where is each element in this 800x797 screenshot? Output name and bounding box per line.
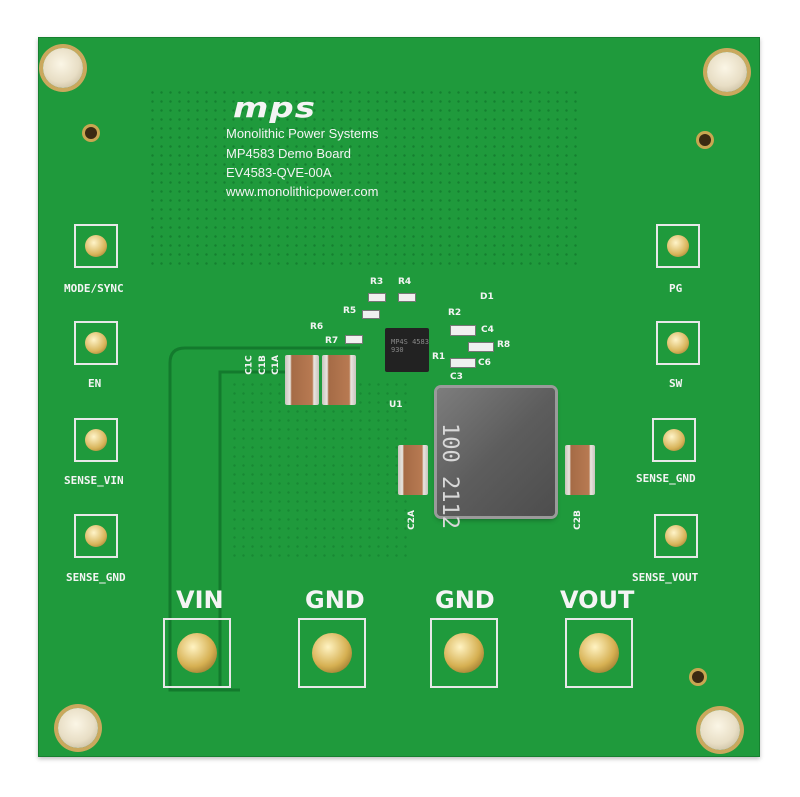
terminal-vin[interactable]: [163, 618, 231, 688]
info-line-4: www.monolithicpower.com: [226, 184, 379, 199]
label-mode-sync: MODE/SYNC: [64, 282, 124, 295]
capacitor-c2b: [565, 445, 595, 495]
ref-r5: R5: [343, 306, 357, 316]
terminal-vout[interactable]: [565, 618, 633, 688]
label-en: EN: [88, 377, 102, 390]
resistor-r3: [368, 293, 386, 302]
testpoint-sw[interactable]: [656, 321, 700, 365]
mounting-hole-right: [699, 134, 711, 146]
testpoint-en[interactable]: [74, 321, 118, 365]
ref-r4: R4: [398, 277, 412, 287]
capacitor-c6: [450, 358, 476, 368]
testpoint-pg[interactable]: [656, 224, 700, 268]
ref-r6: R6: [310, 322, 324, 332]
ref-c1b: C1B: [257, 355, 268, 375]
label-sense-gnd-left: SENSE_GND: [66, 571, 126, 584]
capacitor-c1b: [322, 355, 356, 405]
ref-c3: C3: [450, 372, 463, 382]
capacitor-c1c: [285, 355, 319, 405]
resistor-r8: [468, 342, 494, 352]
terminal-gnd-1[interactable]: [298, 618, 366, 688]
terminal-gnd-2[interactable]: [430, 618, 498, 688]
resistor-r7: [345, 335, 363, 344]
ref-c4: C4: [481, 325, 494, 335]
label-sense-vout: SENSE_VOUT: [632, 571, 699, 584]
label-vin: VIN: [176, 586, 224, 614]
capacitor-c4: [450, 325, 476, 336]
standoff-top-right: [707, 52, 747, 92]
ref-r3: R3: [370, 277, 384, 287]
chip-marking: MP4S 4583 930: [391, 338, 429, 354]
ref-c2b: C2B: [572, 510, 583, 530]
via-field-lower: [230, 380, 410, 560]
ref-r2: R2: [448, 308, 462, 318]
label-sense-vin: SENSE_VIN: [64, 474, 124, 487]
testpoint-sense-gnd-right[interactable]: [652, 418, 696, 462]
info-line-2: MP4583 Demo Board: [226, 146, 352, 161]
ref-u1: U1: [389, 400, 403, 410]
testpoint-sense-vin[interactable]: [74, 418, 118, 462]
ref-c6: C6: [478, 358, 491, 368]
mounting-hole-left: [85, 127, 97, 139]
label-gnd-1: GND: [305, 586, 365, 614]
mps-logo: mps: [233, 92, 317, 124]
ref-d1: D1: [480, 292, 494, 302]
inductor: 100 2112: [437, 388, 555, 529]
label-sense-gnd-right: SENSE_GND: [636, 472, 696, 485]
label-pg: PG: [669, 282, 683, 295]
mounting-hole-bottom-right: [692, 671, 704, 683]
via-field: [148, 88, 578, 268]
inductor-marking: 100 2112: [437, 423, 462, 529]
standoff-bottom-right: [700, 710, 740, 750]
ref-c1a: C1A: [270, 355, 281, 375]
ref-r8: R8: [497, 340, 511, 350]
info-line-3: EV4583-QVE-00A: [226, 165, 332, 180]
label-gnd-2: GND: [435, 586, 495, 614]
ref-c2a: C2A: [406, 510, 417, 530]
testpoint-mode-sync[interactable]: [74, 224, 118, 268]
resistor-r4: [398, 293, 416, 302]
standoff-top-left: [43, 48, 83, 88]
ref-r1: R1: [432, 352, 446, 362]
standoff-bottom-left: [58, 708, 98, 748]
ref-c1c: C1C: [244, 355, 255, 375]
ic-u1: MP4S 4583 930: [385, 328, 429, 372]
testpoint-sense-gnd-left[interactable]: [74, 514, 118, 558]
label-sw: SW: [669, 377, 683, 390]
capacitor-c2a: [398, 445, 428, 495]
label-vout: VOUT: [560, 586, 635, 614]
resistor-r5: [362, 310, 380, 319]
ref-r7: R7: [325, 336, 339, 346]
testpoint-sense-vout[interactable]: [654, 514, 698, 558]
info-line-1: Monolithic Power Systems: [226, 126, 379, 141]
